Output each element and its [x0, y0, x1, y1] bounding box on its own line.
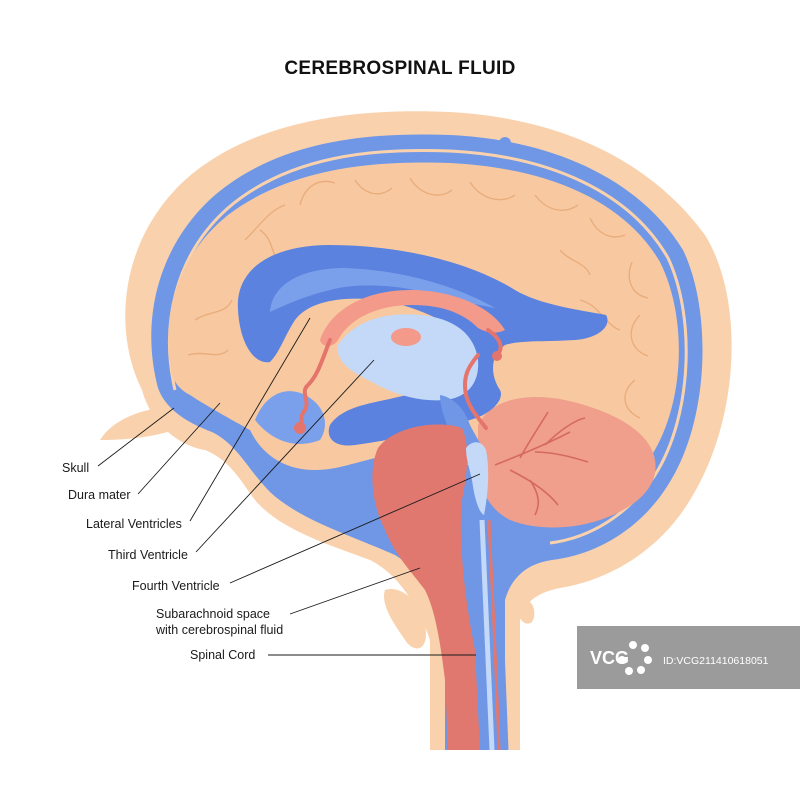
- arbor-vitae: [494, 411, 589, 516]
- label-third-ventricle: Third Ventricle: [108, 548, 188, 562]
- watermark-logo-icon: [618, 641, 652, 675]
- label-subarachnoid-line1: Subarachnoid space: [156, 607, 270, 621]
- label-lateral-ventricles: Lateral Ventricles: [86, 517, 182, 531]
- brainstem: [372, 424, 480, 750]
- leader-fourth-ventricle: [229, 473, 481, 584]
- label-dura-mater: Dura mater: [68, 488, 131, 502]
- diagram-title: CEREBROSPINAL FLUID: [284, 58, 515, 79]
- label-subarachnoid-line2: with cerebrospinal fluid: [155, 623, 283, 637]
- fornix: [320, 290, 505, 346]
- spinal-cord-edge: [487, 519, 501, 751]
- cerebellum: [478, 397, 656, 528]
- fourth-ventricle: [466, 442, 489, 515]
- leader-skull: [97, 407, 175, 467]
- skull-base-fragment: [100, 406, 205, 440]
- spinal-cord-edge: [494, 519, 509, 751]
- watermark-background: [577, 626, 800, 689]
- central-canal: [479, 519, 495, 751]
- watermark-brand: VCG: [590, 648, 629, 668]
- skull-base-fragment: [518, 599, 535, 624]
- skull-base-fragment: [384, 589, 426, 649]
- pineal-node: [294, 422, 306, 434]
- label-fourth-ventricle: Fourth Ventricle: [132, 579, 220, 593]
- vessel-node: [492, 351, 502, 361]
- leader-lateral-ventricles: [189, 317, 311, 522]
- third-ventricle: [337, 314, 479, 401]
- leader-third-ventricle: [195, 359, 375, 553]
- label-spinal-cord: Spinal Cord: [190, 648, 255, 662]
- arachnoid-granulation: [499, 137, 511, 149]
- leader-dura-mater: [137, 402, 221, 495]
- leader-lines: [97, 317, 481, 656]
- watermark: VCG ID:VCG211410618051: [577, 626, 800, 689]
- lateral-ventricle: [237, 245, 608, 446]
- interthalamic-adhesion: [391, 328, 421, 346]
- watermark-id: ID:VCG211410618051: [663, 655, 769, 667]
- label-skull: Skull: [62, 461, 89, 475]
- lateral-ventricle-inner: [270, 268, 495, 312]
- dura-mater: [168, 148, 688, 545]
- leader-subarachnoid: [289, 567, 421, 615]
